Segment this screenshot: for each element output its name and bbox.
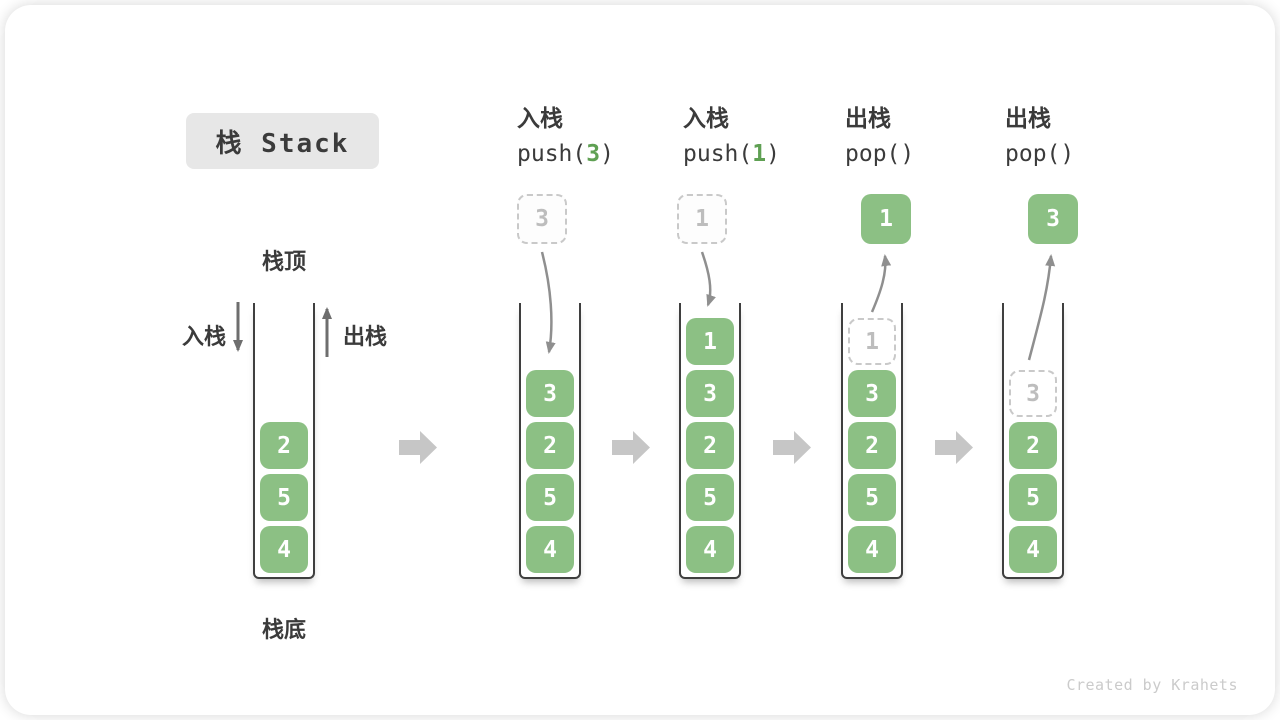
stack-container: 3 2 5 4 [519,303,581,579]
stack-container: 3 2 5 4 [1002,303,1064,579]
stack-items: 2 5 4 [255,303,313,577]
stack-item: 2 [686,422,734,469]
stack-items: 3 2 5 4 [521,303,579,577]
stack-item: 5 [686,474,734,521]
stack-item: 3 [1009,370,1057,417]
stack-item: 4 [848,526,896,573]
stack-item: 2 [848,422,896,469]
stack-item: 1 [686,318,734,365]
stack-item: 5 [1009,474,1057,521]
stack-item: 5 [260,474,308,521]
stack-bottom-label: 栈底 [261,618,306,643]
stack-item: 3 [526,370,574,417]
stack-item: 5 [848,474,896,521]
stack-item: 4 [260,526,308,573]
diagram-title: 栈 Stack [186,113,379,169]
stack-container: 2 5 4 [253,303,315,579]
stack-item: 5 [526,474,574,521]
stack-item: 3 [848,370,896,417]
stack-container: 1 3 2 5 4 [679,303,741,579]
push-side-label: 入栈 [181,325,226,350]
stack-item: 2 [260,422,308,469]
stack-item: 2 [1009,422,1057,469]
stack-item: 4 [1009,526,1057,573]
diagram-card [5,5,1275,715]
stack-item: 3 [686,370,734,417]
stack-items: 1 3 2 5 4 [681,303,739,577]
stack-item: 4 [526,526,574,573]
floating-box: 3 [517,194,567,244]
stack-items: 3 2 5 4 [1004,303,1062,577]
pop-side-label: 出栈 [343,325,388,350]
floating-box: 1 [677,194,727,244]
floating-box: 1 [861,194,911,244]
stack-top-label: 栈顶 [261,250,306,275]
floating-box: 3 [1028,194,1078,244]
stack-items: 1 3 2 5 4 [843,303,901,577]
stack-item: 4 [686,526,734,573]
stack-item: 1 [848,318,896,365]
diagram-title-text: 栈 Stack [215,128,350,159]
stack-item: 2 [526,422,574,469]
stack-container: 1 3 2 5 4 [841,303,903,579]
watermark-text: Created by Krahets [1066,676,1238,694]
